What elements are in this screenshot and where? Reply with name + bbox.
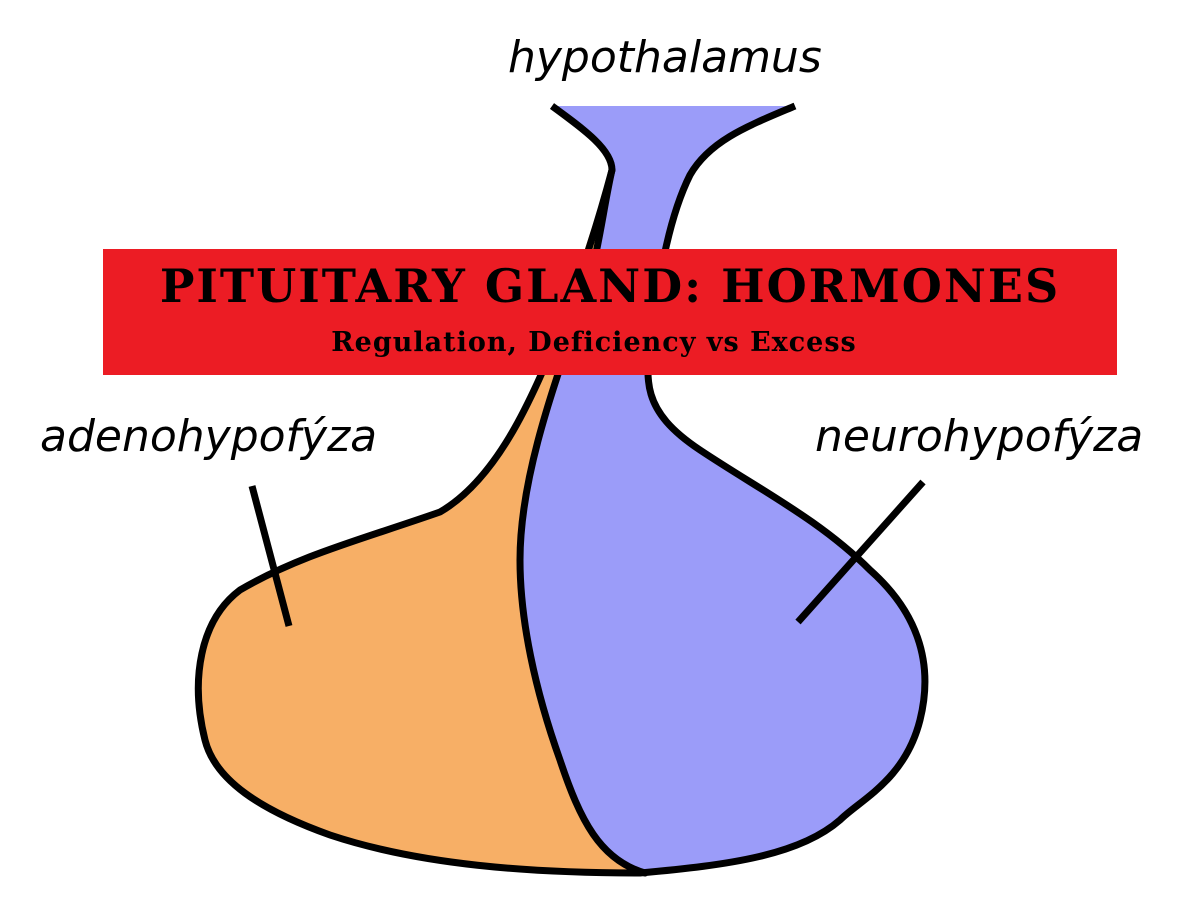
banner-subtitle: Regulation, Deficiency vs Excess — [331, 327, 857, 358]
adenohypophysis-label: adenohypofýza — [40, 411, 378, 462]
neurohypophysis-label: neurohypofýza — [815, 411, 1144, 462]
title-banner: PITUITARY GLAND: HORMONES Regulation, De… — [103, 249, 1117, 375]
neurohypophysis-shape — [520, 106, 925, 873]
adenohypophysis-pointer — [248, 485, 293, 627]
hypothalamus-label: hypothalamus — [508, 32, 822, 83]
banner-title: PITUITARY GLAND: HORMONES — [159, 259, 1061, 313]
adenohypophysis-shape — [198, 175, 640, 873]
title-banner-background — [103, 249, 1117, 375]
neurohypophysis-pointer — [795, 479, 926, 625]
gland-outline — [194, 102, 929, 877]
